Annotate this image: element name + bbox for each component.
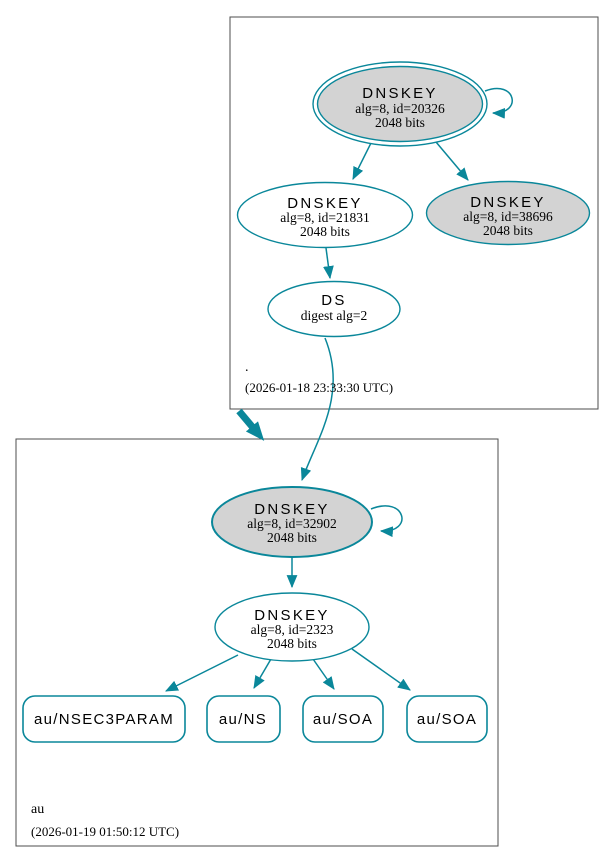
rrsig-edge-2323-to-nsec3param[interactable] xyxy=(165,654,239,692)
dnskey-38696-title: DNSKEY xyxy=(470,194,546,211)
zone-timestamp-root: (2026-01-18 23:33:30 UTC) xyxy=(245,380,393,395)
ds-node[interactable] xyxy=(267,280,401,338)
dnskey-node-21831[interactable] xyxy=(236,181,414,249)
rrsig-edge-20326-to-38696[interactable] xyxy=(435,141,469,181)
self-loop-rrsig-dnskey-32902[interactable] xyxy=(370,505,403,538)
ds-title: DS xyxy=(321,292,346,309)
dnskey-21831-detail2: 2048 bits xyxy=(300,224,350,239)
rrset-node-nsec3param[interactable] xyxy=(22,695,186,743)
dnskey-32902-detail1: alg=8, id=32902 xyxy=(247,516,336,531)
dnskey-21831-detail1: alg=8, id=21831 xyxy=(280,210,369,225)
dnskey-38696-detail2: 2048 bits xyxy=(483,223,533,238)
rrset-node-soa1[interactable] xyxy=(302,695,384,743)
dnskey-2323-detail2: 2048 bits xyxy=(267,636,317,651)
rrsig-edge-20326-to-21831[interactable] xyxy=(352,142,372,180)
rrsig-edge-2323-to-soa1[interactable] xyxy=(312,658,335,690)
dnskey-2323-title: DNSKEY xyxy=(254,607,330,624)
dnskey-32902-title: DNSKEY xyxy=(254,501,330,518)
rrset-node-soa2[interactable] xyxy=(406,695,488,743)
rrset-label-nsec3param: au/NSEC3PARAM xyxy=(34,711,174,728)
self-loop-rrsig-dnskey-20326[interactable] xyxy=(484,87,513,119)
dnskey-node-32902[interactable] xyxy=(211,486,373,558)
zone-label-au: au xyxy=(31,802,44,817)
rrset-label-ns: au/NS xyxy=(219,711,267,728)
dnskey-node-38696[interactable] xyxy=(425,180,591,246)
dnskey-20326-detail1: alg=8, id=20326 xyxy=(355,101,445,116)
ds-detail1: digest alg=2 xyxy=(301,308,367,323)
dnskey-node-20326[interactable] xyxy=(316,65,484,143)
dnskey-20326-detail2: 2048 bits xyxy=(375,115,425,130)
dnskey-38696-detail1: alg=8, id=38696 xyxy=(463,209,553,224)
rrset-label-soa2: au/SOA xyxy=(417,711,477,728)
rrsig-edge-2323-to-soa2[interactable] xyxy=(351,648,411,691)
rrset-node-ns[interactable] xyxy=(206,695,281,743)
ds-digest-edge-to-au-ksk[interactable] xyxy=(300,337,334,482)
rrsig-edge-21831-to-ds[interactable] xyxy=(323,247,334,280)
dnskey-2323-detail1: alg=8, id=2323 xyxy=(251,622,334,637)
zone-label-root: . xyxy=(245,360,249,375)
zone-timestamp-au: (2026-01-19 01:50:12 UTC) xyxy=(31,824,179,839)
dnskey-21831-title: DNSKEY xyxy=(287,195,363,212)
dnskey-node-2323[interactable] xyxy=(214,592,370,662)
dnskey-32902-detail2: 2048 bits xyxy=(267,530,317,545)
rrset-label-soa1: au/SOA xyxy=(313,711,373,728)
rrsig-edge-2323-to-ns[interactable] xyxy=(253,658,272,689)
dnskey-20326-title: DNSKEY xyxy=(362,85,438,102)
delegation-arrow-root-to-au[interactable] xyxy=(236,408,265,441)
